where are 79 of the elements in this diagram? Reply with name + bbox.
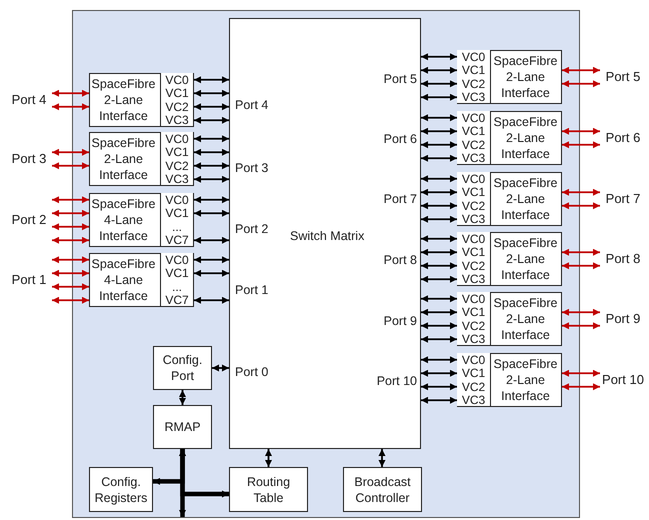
virtual-channel-box: VC2 bbox=[457, 380, 491, 394]
interface-name: SpaceFibre 4-Lane Interface bbox=[90, 196, 156, 244]
interface-name: SpaceFibre 4-Lane Interface bbox=[90, 256, 156, 304]
virtual-channel-box: VC3 bbox=[457, 212, 491, 226]
port-label: Port 3 bbox=[235, 160, 268, 176]
port-label: Port 9 bbox=[600, 304, 646, 334]
port-label: Port 8 bbox=[600, 244, 646, 274]
virtual-channel-box: VC2 bbox=[457, 77, 491, 92]
port-label: Port 6 bbox=[600, 122, 646, 154]
interface-box bbox=[457, 353, 562, 407]
interface-name: SpaceFibre 2-Lane Interface bbox=[492, 235, 558, 283]
interface-name: SpaceFibre 2-Lane Interface bbox=[492, 356, 558, 404]
interface-box bbox=[457, 292, 562, 346]
interface-box bbox=[457, 172, 562, 226]
rmap-box: RMAP bbox=[153, 405, 212, 449]
broadcast-controller-box: Broadcast Controller bbox=[343, 467, 422, 512]
port-label: Port 1 bbox=[235, 282, 268, 298]
port-label: Port 5 bbox=[600, 62, 646, 92]
port-label: Port 2 bbox=[6, 191, 52, 249]
config-port-box: Config. Port bbox=[153, 346, 212, 390]
port-label: Port 3 bbox=[6, 144, 52, 174]
virtual-channel-box: VC0 bbox=[457, 50, 491, 64]
port-label: Port 7 bbox=[600, 183, 646, 214]
port-label: Port 2 bbox=[235, 221, 268, 237]
virtual-channel-box: VC0 bbox=[457, 232, 491, 246]
interface-box bbox=[457, 232, 562, 286]
routing-table-box: Routing Table bbox=[229, 467, 308, 512]
interface-name: SpaceFibre 2-Lane Interface bbox=[492, 295, 558, 343]
interface-name: SpaceFibre 2-Lane Interface bbox=[90, 135, 156, 183]
virtual-channel-box: ... bbox=[160, 280, 193, 294]
virtual-channel-box: VC2 bbox=[160, 159, 193, 174]
interface-box bbox=[457, 111, 562, 165]
virtual-channel-box: VC2 bbox=[160, 100, 193, 114]
virtual-channel-box: ... bbox=[160, 220, 193, 234]
virtual-channel-box: VC0 bbox=[457, 172, 491, 186]
virtual-channel-box: VC3 bbox=[160, 172, 193, 186]
interface-name: SpaceFibre 2-Lane Interface bbox=[90, 76, 156, 124]
virtual-channel-box: VC3 bbox=[457, 272, 491, 286]
switch-matrix-box bbox=[229, 18, 421, 449]
port-label: Port 10 bbox=[600, 364, 646, 396]
virtual-channel-box: VC2 bbox=[457, 319, 491, 334]
switch-matrix-title: Switch Matrix bbox=[290, 228, 364, 244]
virtual-channel-box: VC0 bbox=[160, 193, 193, 208]
virtual-channel-box: VC3 bbox=[457, 332, 491, 346]
virtual-channel-box: VC3 bbox=[457, 394, 491, 407]
interface-box bbox=[89, 73, 194, 127]
virtual-channel-box: VC0 bbox=[160, 73, 193, 88]
virtual-channel-box: VC3 bbox=[457, 90, 491, 104]
interface-box bbox=[89, 193, 194, 247]
virtual-channel-box: VC3 bbox=[160, 114, 193, 127]
port-label: Port 0 bbox=[235, 364, 268, 380]
interface-box bbox=[89, 253, 194, 307]
virtual-channel-box: VC0 bbox=[160, 132, 193, 146]
interface-box bbox=[457, 50, 562, 104]
port-label: Port 8 bbox=[384, 252, 417, 268]
virtual-channel-box: VC0 bbox=[457, 111, 491, 126]
port-label: Port 7 bbox=[384, 191, 417, 207]
virtual-channel-box: VC0 bbox=[457, 353, 491, 368]
virtual-channel-box: VC2 bbox=[457, 259, 491, 274]
virtual-channel-box: VC3 bbox=[457, 152, 491, 165]
port-label: Port 4 bbox=[235, 97, 268, 113]
port-label: Port 9 bbox=[384, 313, 417, 329]
virtual-channel-box: VC7 bbox=[160, 234, 193, 247]
interface-box bbox=[89, 132, 194, 186]
virtual-channel-box: VC2 bbox=[457, 138, 491, 152]
port-label: Port 1 bbox=[6, 251, 52, 309]
config-registers-box: Config. Registers bbox=[89, 467, 153, 512]
virtual-channel-box: VC0 bbox=[457, 292, 491, 306]
device-panel bbox=[72, 10, 580, 518]
interface-name: SpaceFibre 2-Lane Interface bbox=[492, 175, 558, 223]
port-label: Port 6 bbox=[384, 131, 417, 147]
virtual-channel-box: VC7 bbox=[160, 294, 193, 307]
virtual-channel-box: VC0 bbox=[160, 253, 193, 268]
port-label: Port 10 bbox=[376, 373, 417, 389]
interface-name: SpaceFibre 2-Lane Interface bbox=[492, 114, 558, 162]
port-label: Port 5 bbox=[384, 71, 417, 87]
interface-name: SpaceFibre 2-Lane Interface bbox=[492, 53, 558, 101]
virtual-channel-box: VC2 bbox=[457, 199, 491, 214]
port-label: Port 4 bbox=[6, 84, 52, 115]
